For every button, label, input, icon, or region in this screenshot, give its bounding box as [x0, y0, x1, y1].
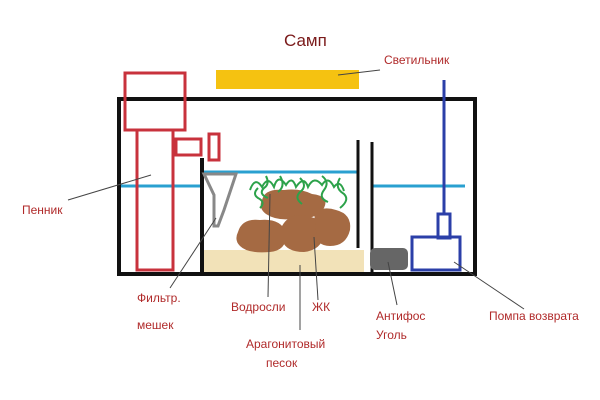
diagram-title: Самп — [284, 31, 327, 50]
label-sand-line1: Арагонитовый — [246, 337, 325, 351]
label-light: Светильник — [384, 53, 450, 67]
label-sand-line2: песок — [266, 356, 298, 370]
label-filter-bag-line1: Фильтр. — [137, 291, 181, 305]
label-antiphos-line1: Антифос — [376, 309, 425, 323]
live-rock — [236, 189, 351, 253]
sump-tank — [117, 97, 477, 276]
light-fixture — [216, 70, 359, 89]
macroalgae — [249, 175, 348, 209]
sand-bed — [202, 250, 364, 273]
filter-bag — [201, 172, 239, 228]
leader-lines — [67, 69, 525, 330]
label-filter-bag-line2: мешек — [137, 318, 174, 332]
label-return-pump: Помпа возврата — [489, 309, 579, 323]
label-skimmer: Пенник — [22, 203, 63, 217]
skimmer — [123, 71, 221, 272]
return-pump — [410, 80, 462, 272]
label-antiphos-line2: Уголь — [376, 328, 407, 342]
antiphos-carbon-bag — [370, 248, 408, 270]
label-live-rock: ЖК — [312, 300, 330, 314]
label-algae: Водросли — [231, 300, 285, 314]
